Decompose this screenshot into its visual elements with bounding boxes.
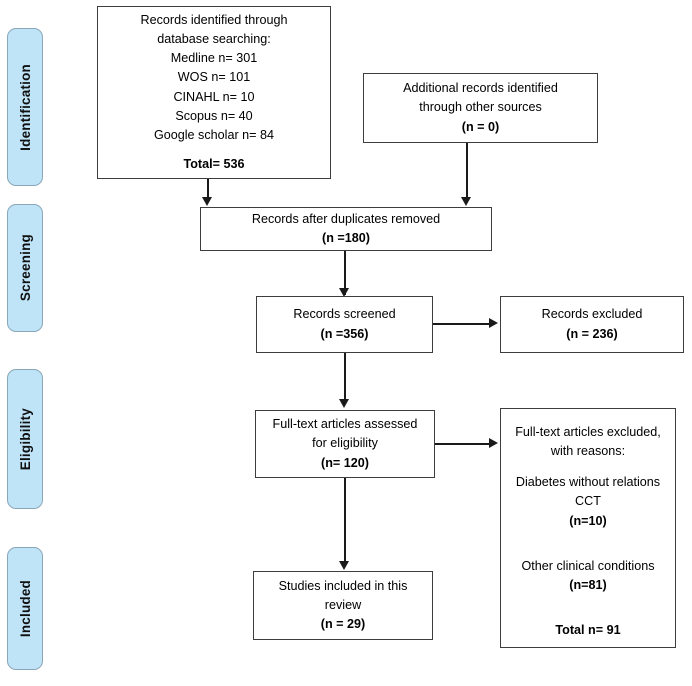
arrowhead-fulltext-to-included: [339, 561, 349, 570]
ftx-reason-2-line-1: Other clinical conditions: [521, 558, 655, 573]
ftx-reason-1-count: (n=10): [569, 513, 607, 528]
stage-label-screening: Screening: [7, 204, 43, 332]
db-scopus: Scopus n= 40: [175, 108, 253, 123]
ftx-total: Total n= 91: [555, 622, 621, 637]
stage-label-included: Included: [7, 547, 43, 670]
db-wos: WOS n= 101: [177, 70, 251, 85]
db-line-2: database searching:: [157, 32, 271, 47]
arrowhead-screened-to-excluded: [489, 318, 498, 328]
ftx-reason-1-line-1: Diabetes without relations: [515, 475, 661, 490]
db-google-scholar: Google scholar n= 84: [153, 127, 275, 142]
fulltext-line-2: for eligibility: [312, 436, 378, 451]
stage-label-identification: Identification: [7, 28, 43, 186]
fulltext-count: (n= 120): [321, 455, 369, 470]
arrowhead-screened-to-fulltext: [339, 399, 349, 408]
dup-count: (n =180): [322, 231, 370, 245]
connector-fulltext-to-excluded: [435, 443, 491, 445]
stage-label-identification-text: Identification: [17, 63, 33, 151]
arrowhead-duplicates-to-screened: [339, 288, 349, 297]
fulltext-line-1: Full-text articles assessed: [272, 417, 418, 432]
db-total: Total= 536: [183, 156, 245, 171]
node-fulltext-excluded-reasons: Full-text articles excluded, with reason…: [500, 408, 676, 648]
ftx-reason-1-line-2: CCT: [575, 494, 601, 509]
stage-label-included-text: Included: [17, 579, 33, 638]
other-line-2: through other sources: [419, 100, 542, 115]
node-studies-included: Studies included in this review (n = 29): [253, 571, 433, 640]
included-line-2: review: [324, 597, 362, 612]
excluded-line-1: Records excluded: [541, 307, 643, 322]
node-records-screened: Records screened (n =356): [256, 296, 433, 353]
ftx-line-2: with reasons:: [550, 444, 626, 459]
connector-screened-to-fulltext: [344, 353, 346, 403]
node-records-identified-database: Records identified through database sear…: [97, 6, 331, 179]
node-records-excluded: Records excluded (n = 236): [500, 296, 684, 353]
screened-line-1: Records screened: [293, 307, 396, 322]
connector-screened-to-excluded: [433, 323, 491, 325]
db-medline: Medline n= 301: [170, 51, 258, 66]
included-count: (n = 29): [320, 617, 366, 632]
screened-count: (n =356): [320, 326, 369, 341]
db-line-1: Records identified through: [140, 13, 288, 27]
ftx-reason-2-count: (n=81): [569, 577, 607, 592]
ftx-line-1: Full-text articles excluded,: [515, 425, 661, 439]
node-fulltext-assessed: Full-text articles assessed for eligibil…: [255, 410, 435, 478]
other-count: (n = 0): [461, 119, 500, 134]
arrowhead-other-to-duplicates: [461, 197, 471, 206]
dup-line-1: Records after duplicates removed: [251, 211, 441, 226]
connector-other-to-duplicates: [466, 143, 468, 200]
node-records-after-duplicates-removed: Records after duplicates removed (n =180…: [200, 207, 492, 251]
stage-label-screening-text: Screening: [17, 234, 33, 302]
stage-label-eligibility-text: Eligibility: [17, 407, 33, 471]
node-additional-records-other-sources: Additional records identified through ot…: [363, 73, 598, 143]
other-line-1: Additional records identified: [403, 81, 558, 96]
arrowhead-fulltext-to-excluded: [489, 438, 498, 448]
connector-duplicates-to-screened: [344, 251, 346, 295]
included-line-1: Studies included in this: [278, 578, 408, 593]
connector-fulltext-to-included: [344, 478, 346, 564]
db-cinahl: CINAHL n= 10: [173, 89, 255, 104]
excluded-count: (n = 236): [566, 326, 618, 341]
connector-db-to-duplicates: [207, 179, 209, 200]
arrowhead-db-to-duplicates: [202, 197, 212, 206]
stage-label-eligibility: Eligibility: [7, 369, 43, 509]
